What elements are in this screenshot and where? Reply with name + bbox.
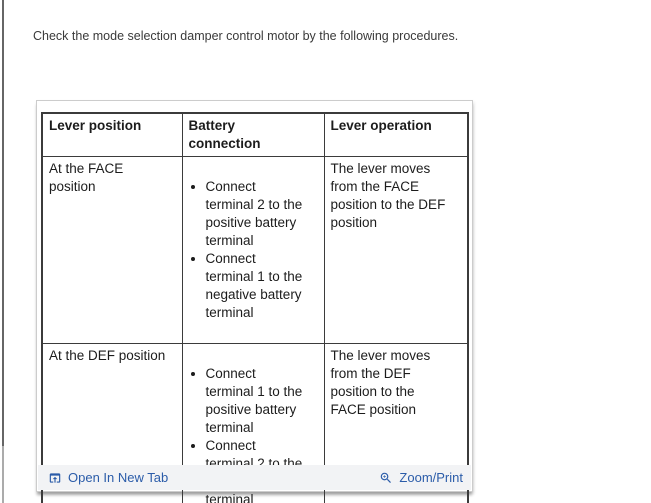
col-header-lever-position: Lever position [41, 112, 183, 157]
battery-connection-step: Connect terminal 1 to the positive batte… [206, 365, 319, 437]
battery-connection-step: Connect terminal 1 to the negative batte… [206, 250, 319, 322]
procedure-table: Lever position Battery connection Lever … [41, 112, 469, 503]
cell-lever-operation: The lever moves from the FACE position t… [323, 156, 469, 344]
cell-lever-position: At the FACE position [41, 156, 183, 344]
col-header-lever-operation: Lever operation [323, 112, 469, 157]
open-in-new-tab-link[interactable]: Open In New Tab [48, 470, 168, 485]
zoom-print-link[interactable]: Zoom/Print [379, 470, 463, 485]
table-header-row: Lever position Battery connection Lever … [41, 112, 469, 157]
procedure-panel: Lever position Battery connection Lever … [36, 100, 473, 503]
left-edge-divider [2, 0, 4, 446]
battery-connection-step: Connect terminal 2 to the positive batte… [206, 178, 319, 250]
battery-connection-steps: Connect terminal 2 to the positive batte… [189, 178, 319, 322]
open-in-new-tab-icon [48, 471, 62, 485]
zoom-in-icon [379, 471, 393, 485]
table-wrapper: Lever position Battery connection Lever … [37, 101, 472, 503]
intro-text: Check the mode selection damper control … [33, 29, 459, 43]
col-header-battery-connection: Battery connection [181, 112, 325, 157]
panel-footer-bar: Open In New Tab Zoom/Print [38, 465, 471, 490]
left-edge-divider-lower [2, 446, 4, 503]
cell-battery-connection: Connect terminal 2 to the positive batte… [181, 156, 325, 344]
zoom-print-label: Zoom/Print [399, 470, 463, 485]
open-in-new-tab-label: Open In New Tab [68, 470, 169, 485]
table-row-face-position: At the FACE position Connect terminal 2 … [41, 156, 469, 344]
